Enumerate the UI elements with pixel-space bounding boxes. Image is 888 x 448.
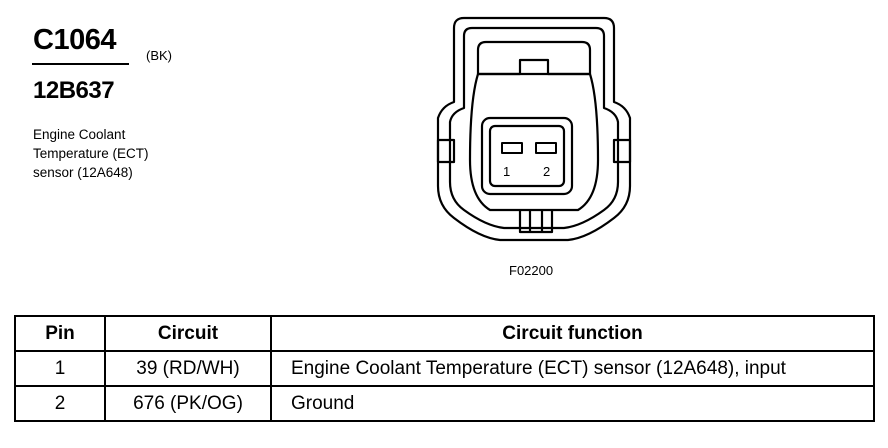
connector-description: Engine Coolant Temperature (ECT) sensor … — [33, 127, 149, 180]
connector-face-drawing: 1 2 — [436, 16, 632, 242]
terminal-block-inner — [488, 124, 566, 188]
cavity-1-label: 1 — [503, 164, 510, 179]
cavity-1 — [501, 142, 523, 154]
header-circuit: Circuit — [104, 315, 272, 352]
connector-id-underline — [32, 63, 129, 65]
circuit-function: Engine Coolant Temperature (ECT) sensor … — [270, 350, 875, 387]
connector-id: C1064 — [33, 24, 116, 56]
connector-outer-housing — [436, 16, 632, 242]
header-pin: Pin — [14, 315, 106, 352]
circuit-id: 676 (PK/OG) — [104, 385, 272, 422]
connector-key-right — [612, 138, 632, 164]
header-circuit-function: Circuit function — [270, 315, 875, 352]
connector-part-number: 12B637 — [33, 77, 115, 104]
connector-key-left — [436, 138, 456, 164]
pin-number: 1 — [14, 350, 106, 387]
cavity-2-label: 2 — [543, 164, 550, 179]
pin-table: Pin Circuit Circuit function 1 39 (RD/WH… — [14, 315, 875, 422]
terminal-block-outer — [480, 116, 574, 196]
circuit-function: Ground — [270, 385, 875, 422]
connector-latch — [476, 40, 592, 76]
connector-color: (BK) — [146, 48, 172, 63]
connector-inner-housing — [448, 26, 620, 230]
pin-number: 2 — [14, 385, 106, 422]
connector-cavity-body — [468, 72, 600, 212]
circuit-id: 39 (RD/WH) — [104, 350, 272, 387]
cavity-2 — [535, 142, 557, 154]
connector-bottom-tab — [518, 210, 554, 234]
table-row: 2 676 (PK/OG) Ground — [14, 385, 875, 422]
table-row: 1 39 (RD/WH) Engine Coolant Temperature … — [14, 350, 875, 387]
pin-table-header-row: Pin Circuit Circuit function — [14, 315, 875, 352]
figure-id: F02200 — [509, 263, 554, 278]
